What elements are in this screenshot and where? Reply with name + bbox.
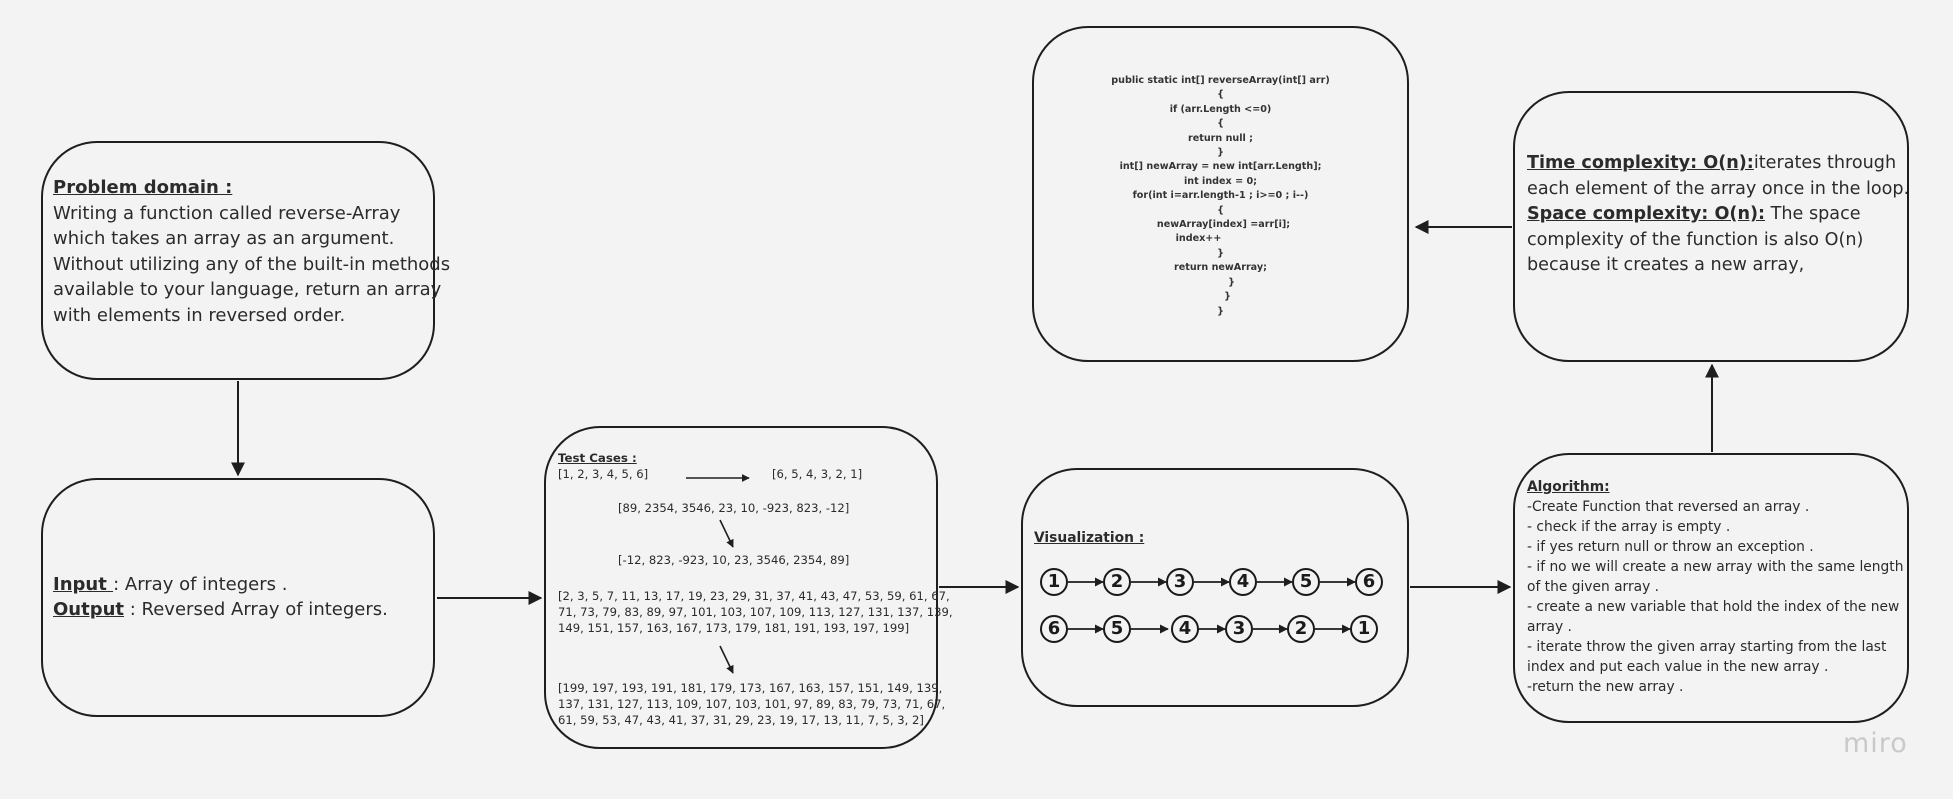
test-cases-card: Test Cases : [1, 2, 3, 4, 5, 6] [6, 5, 4… [544, 426, 953, 749]
node-circle: 1 [1350, 615, 1378, 643]
code-line: if (arr.Length <=0) [1169, 103, 1272, 115]
algorithm-step: -Create Function that reversed an array … [1527, 499, 1810, 515]
test-case-1-output: [6, 5, 4, 3, 2, 1] [772, 467, 863, 481]
visualization-arrows [1068, 577, 1356, 634]
algorithm-title: Algorithm: [1527, 479, 1610, 495]
code-line: } [1228, 276, 1235, 288]
code-line: public static int[] reverseArray(int[] a… [1111, 75, 1330, 86]
problem-domain-line: Without utilizing any of the built-in me… [53, 253, 451, 275]
space-complexity-line: complexity of the function is also O(n) [1527, 229, 1864, 250]
visualization-title: Visualization : [1034, 530, 1145, 546]
space-complexity-line: because it creates a new array, [1527, 255, 1805, 275]
complexity-card: Time complexity: O(n):iterates through e… [1513, 91, 1909, 362]
algorithm-card: Algorithm: -Create Function that reverse… [1513, 453, 1909, 723]
algorithm-step: -return the new array . [1527, 679, 1684, 695]
code-line: } [1217, 147, 1224, 159]
code-line: } [1217, 305, 1224, 317]
test-case-2-input: [89, 2354, 3546, 23, 10, -923, 823, -12] [618, 501, 850, 515]
arrow-down-right-icon [719, 519, 734, 548]
node-circle: 6 [1355, 568, 1383, 596]
code-line: { [1217, 204, 1224, 216]
algorithm-step: array . [1527, 619, 1572, 635]
space-complexity-row: Space complexity: O(n): The space [1527, 202, 1897, 228]
problem-domain-title: Problem domain : [53, 177, 233, 198]
problem-domain-line: available to your language, return an ar… [53, 279, 442, 300]
code-line: int index = 0; [1184, 175, 1257, 187]
time-complexity-text: iterates through [1753, 153, 1897, 173]
test-case-3-input-line: [2, 3, 5, 7, 11, 13, 17, 19, 23, 29, 31,… [558, 589, 950, 603]
code-line: return null ; [1188, 132, 1253, 144]
arrow-down-right-icon [719, 645, 734, 674]
visualization-card: Visualization : 1 2 3 4 5 6 6 5 4 3 2 1 [1021, 468, 1409, 707]
test-case-3-input-line: 149, 151, 157, 163, 167, 173, 179, 181, … [558, 621, 910, 635]
node-circle: 2 [1287, 615, 1315, 643]
algorithm-step: - create a new variable that hold the in… [1527, 599, 1900, 615]
output-row: Output : Reversed Array of integers. [53, 597, 423, 622]
input-label: Input [53, 574, 114, 595]
algorithm-step: - iterate throw the given array starting… [1527, 639, 1887, 655]
time-complexity-line: each element of the array once in the lo… [1527, 178, 1910, 199]
node-circle: 2 [1103, 568, 1131, 596]
test-case-3-output-line: 61, 59, 53, 47, 43, 41, 37, 31, 29, 23, … [558, 713, 924, 727]
node-circle: 5 [1103, 615, 1131, 643]
test-case-3-output: [199, 197, 193, 191, 181, 179, 173, 167,… [558, 680, 946, 728]
algorithm-step: of the given array . [1527, 579, 1660, 595]
algorithm-step: - if no we will create a new array with … [1527, 559, 1904, 575]
output-text: : Reversed Array of integers. [124, 599, 388, 620]
node-circle: 4 [1229, 568, 1257, 596]
space-complexity-text: The space [1765, 204, 1861, 224]
test-case-1: [1, 2, 3, 4, 5, 6] [6, 5, 4, 3, 2, 1] [558, 466, 926, 482]
arrow-right-icon [686, 474, 750, 482]
algorithm-step: - check if the array is empty . [1527, 519, 1731, 535]
algorithm-step: index and put each value in the new arra… [1527, 659, 1829, 675]
output-label: Output [53, 599, 125, 620]
code-line: { [1217, 118, 1224, 130]
node-circle: 6 [1040, 615, 1068, 643]
node-circle: 3 [1225, 615, 1253, 643]
code-line: { [1217, 89, 1224, 101]
code-card: public static int[] reverseArray(int[] a… [1032, 26, 1409, 362]
test-case-3-output-line: 137, 131, 127, 113, 109, 107, 103, 101, … [558, 697, 946, 711]
node-circle: 4 [1171, 615, 1199, 643]
time-complexity-row: Time complexity: O(n):iterates through [1527, 151, 1897, 177]
code-line: for(int i=arr.length-1 ; i>=0 ; i--) [1132, 190, 1309, 202]
node-circle: 5 [1292, 568, 1320, 596]
test-case-3-input: [2, 3, 5, 7, 11, 13, 17, 19, 23, 29, 31,… [558, 588, 953, 636]
node-circle: 3 [1166, 568, 1194, 596]
code-line: newArray[index] =arr[i]; [1156, 219, 1291, 231]
test-cases-title: Test Cases : [558, 451, 637, 465]
code-line: } [1224, 291, 1231, 303]
code-line: index++ [1175, 233, 1222, 245]
problem-domain-card: Problem domain : Writing a function call… [41, 141, 451, 380]
problem-domain-line: Writing a function called reverse-Array [53, 202, 401, 224]
problem-domain-line: with elements in reversed order. [53, 304, 346, 326]
test-case-3-output-line: [199, 197, 193, 191, 181, 179, 173, 167,… [558, 681, 943, 695]
time-complexity-label: Time complexity: O(n): [1527, 153, 1754, 173]
test-case-1-input: [1, 2, 3, 4, 5, 6] [558, 467, 649, 481]
code-line: return newArray; [1174, 262, 1267, 274]
input-row: Input : Array of integers . [53, 572, 423, 597]
code-line: } [1217, 247, 1224, 259]
test-case-2-output: [-12, 823, -923, 10, 23, 3546, 2354, 89] [618, 553, 850, 567]
algorithm-step: - if yes return null or throw an excepti… [1527, 539, 1814, 555]
input-text: : Array of integers . [113, 574, 288, 595]
code-line: int[] newArray = new int[arr.Length]; [1119, 161, 1322, 173]
space-complexity-label: Space complexity: O(n): [1527, 204, 1766, 224]
problem-domain-line: which takes an array as an argument. [53, 228, 395, 249]
test-case-3-input-line: 71, 73, 79, 83, 89, 97, 101, 103, 107, 1… [558, 605, 953, 619]
miro-logo: miro [1843, 728, 1908, 759]
input-output-card: Input : Array of integers . Output : Rev… [41, 478, 435, 717]
node-circle: 1 [1040, 568, 1068, 596]
